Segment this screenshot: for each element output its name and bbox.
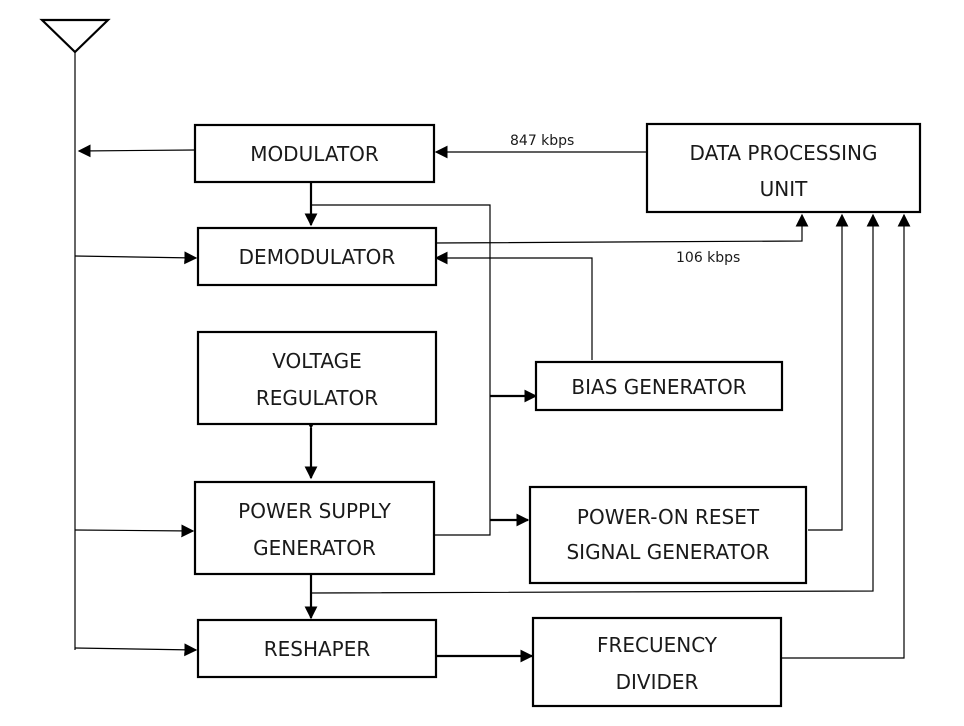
reshaper-block: RESHAPER bbox=[196, 618, 438, 679]
bias-generator-block: BIAS GENERATOR bbox=[534, 360, 784, 412]
frequency-divider-block: FRECUENCY DIVIDER bbox=[531, 616, 783, 708]
por-to-dpu-arrow bbox=[808, 213, 849, 531]
dpu-label-line-1: DATA PROCESSING bbox=[690, 141, 878, 165]
power-supply-label-line-1: POWER SUPPLY bbox=[238, 499, 391, 523]
divider-to-dpu-arrow bbox=[782, 213, 911, 659]
bias-generator-label-line-1: BIAS GENERATOR bbox=[571, 375, 746, 399]
divider-label-line-2: DIVIDER bbox=[616, 670, 699, 694]
voltage-regulator-label-line-1: VOLTAGE bbox=[272, 349, 362, 373]
power-supply-generator-block: POWER SUPPLY GENERATOR bbox=[193, 480, 436, 576]
demodulator-block: DEMODULATOR bbox=[196, 226, 438, 287]
bias-to-demodulator-arrow bbox=[434, 251, 593, 360]
voltage-regulator-block: VOLTAGE REGULATOR bbox=[196, 330, 438, 426]
modulator-label-line-1: MODULATOR bbox=[250, 142, 379, 166]
downlink-rate-label: 847 kbps bbox=[510, 133, 574, 149]
por-label-line-1: POWER-ON RESET bbox=[577, 505, 760, 529]
por-label-line-2: SIGNAL GENERATOR bbox=[566, 540, 769, 564]
power-on-reset-block: POWER-ON RESET SIGNAL GENERATOR bbox=[528, 485, 808, 585]
reshaper-label-line-1: RESHAPER bbox=[264, 637, 371, 661]
uplink-rate-label: 106 kbps bbox=[676, 250, 740, 266]
power-supply-feed-line bbox=[311, 204, 491, 536]
modulator-block: MODULATOR bbox=[193, 123, 436, 184]
data-processing-unit-block: DATA PROCESSING UNIT bbox=[645, 122, 922, 214]
voltage-regulator-label-line-2: REGULATOR bbox=[256, 386, 378, 410]
power-to-dpu-arrow bbox=[310, 213, 880, 594]
demodulator-to-dpu-arrow bbox=[433, 213, 809, 244]
divider-label-line-1: FRECUENCY bbox=[597, 633, 718, 657]
power-supply-label-line-2: GENERATOR bbox=[253, 536, 376, 560]
modulator-to-antenna-arrow bbox=[77, 144, 196, 158]
antenna-icon bbox=[39, 18, 111, 54]
antenna-to-power-supply-arrow bbox=[74, 524, 195, 538]
demodulator-label-line-1: DEMODULATOR bbox=[239, 245, 396, 269]
antenna-to-reshaper-arrow bbox=[74, 643, 198, 657]
antenna-to-demodulator-arrow bbox=[74, 251, 198, 265]
dpu-label-line-2: UNIT bbox=[760, 177, 808, 201]
